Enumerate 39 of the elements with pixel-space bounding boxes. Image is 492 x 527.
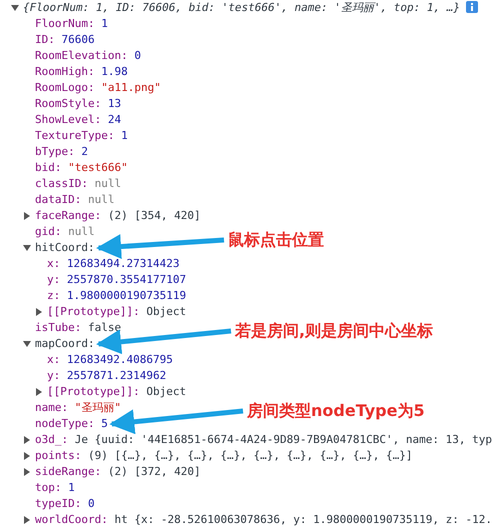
property-line: RoomElevation: 0	[35, 48, 141, 64]
property-line: worldCoord: ht {x: -28.52610063078636, y: 1.9800000190735119, z: -12.	[35, 512, 492, 527]
property-line: bType: 2	[35, 144, 88, 160]
property-line: sideRange: (2) [372, 420]	[35, 464, 201, 480]
property-line: FloorNum: 1	[35, 16, 108, 32]
property-line: top: 1	[35, 480, 75, 496]
property-line: bid: "test666"	[35, 160, 128, 176]
property-line: y: 2557870.3554177107	[47, 272, 186, 288]
property-line: gid: null	[35, 224, 95, 240]
property-line: name: "圣玛丽"	[35, 400, 121, 416]
arrow	[96, 328, 232, 354]
property-line: nodeType: 5	[35, 416, 108, 432]
property-line: faceRange: (2) [354, 420]	[35, 208, 201, 224]
property-line: x: 12683494.27314423	[47, 256, 180, 272]
property-line: x: 12683492.4086795	[47, 352, 173, 368]
property-line: ID: 76606	[35, 32, 95, 48]
property-line: o3d_: Je {uuid: '44E16851-6674-4A24-9D89-7B9A04781CBC', name: 13, typ	[35, 432, 492, 448]
property-line: ShowLevel: 24	[35, 112, 122, 128]
property-line: hitCoord:	[35, 240, 95, 256]
property-line: dataID: null	[35, 192, 114, 208]
property-line: RoomLogo: "a11.png"	[35, 80, 161, 96]
arrow	[96, 234, 224, 260]
property-line: [[Prototype]]: Object	[47, 384, 186, 400]
property-line: classID: null	[35, 176, 122, 192]
property-line: points: (9) [{…}, {…}, {…}, {…}, {…}, {…}, {…}, {…}, {…}]	[35, 448, 412, 464]
property-line: y: 2557871.2314962	[47, 368, 166, 384]
property-line: TextureType: 1	[35, 128, 128, 144]
property-line: RoomStyle: 13	[35, 96, 122, 112]
annotation-text: 鼠标点击位置	[228, 230, 324, 250]
arrow	[109, 408, 244, 434]
property-line: RoomHigh: 1.98	[35, 64, 128, 80]
annotation-text: 若是房间,则是房间中心坐标	[235, 321, 434, 341]
object-summary: {FloorNum: 1, ID: 76606, bid: 'test666', name: '圣玛丽', top: 1, …}	[23, 0, 460, 16]
property-line: z: 1.9800000190735119	[47, 288, 186, 304]
property-line: typeID: 0	[35, 496, 95, 512]
property-line: isTube: false	[35, 320, 122, 336]
property-line: [[Prototype]]: Object	[47, 304, 186, 320]
property-line: mapCoord:	[35, 336, 95, 352]
annotation-text: 房间类型nodeType为5	[247, 401, 425, 421]
